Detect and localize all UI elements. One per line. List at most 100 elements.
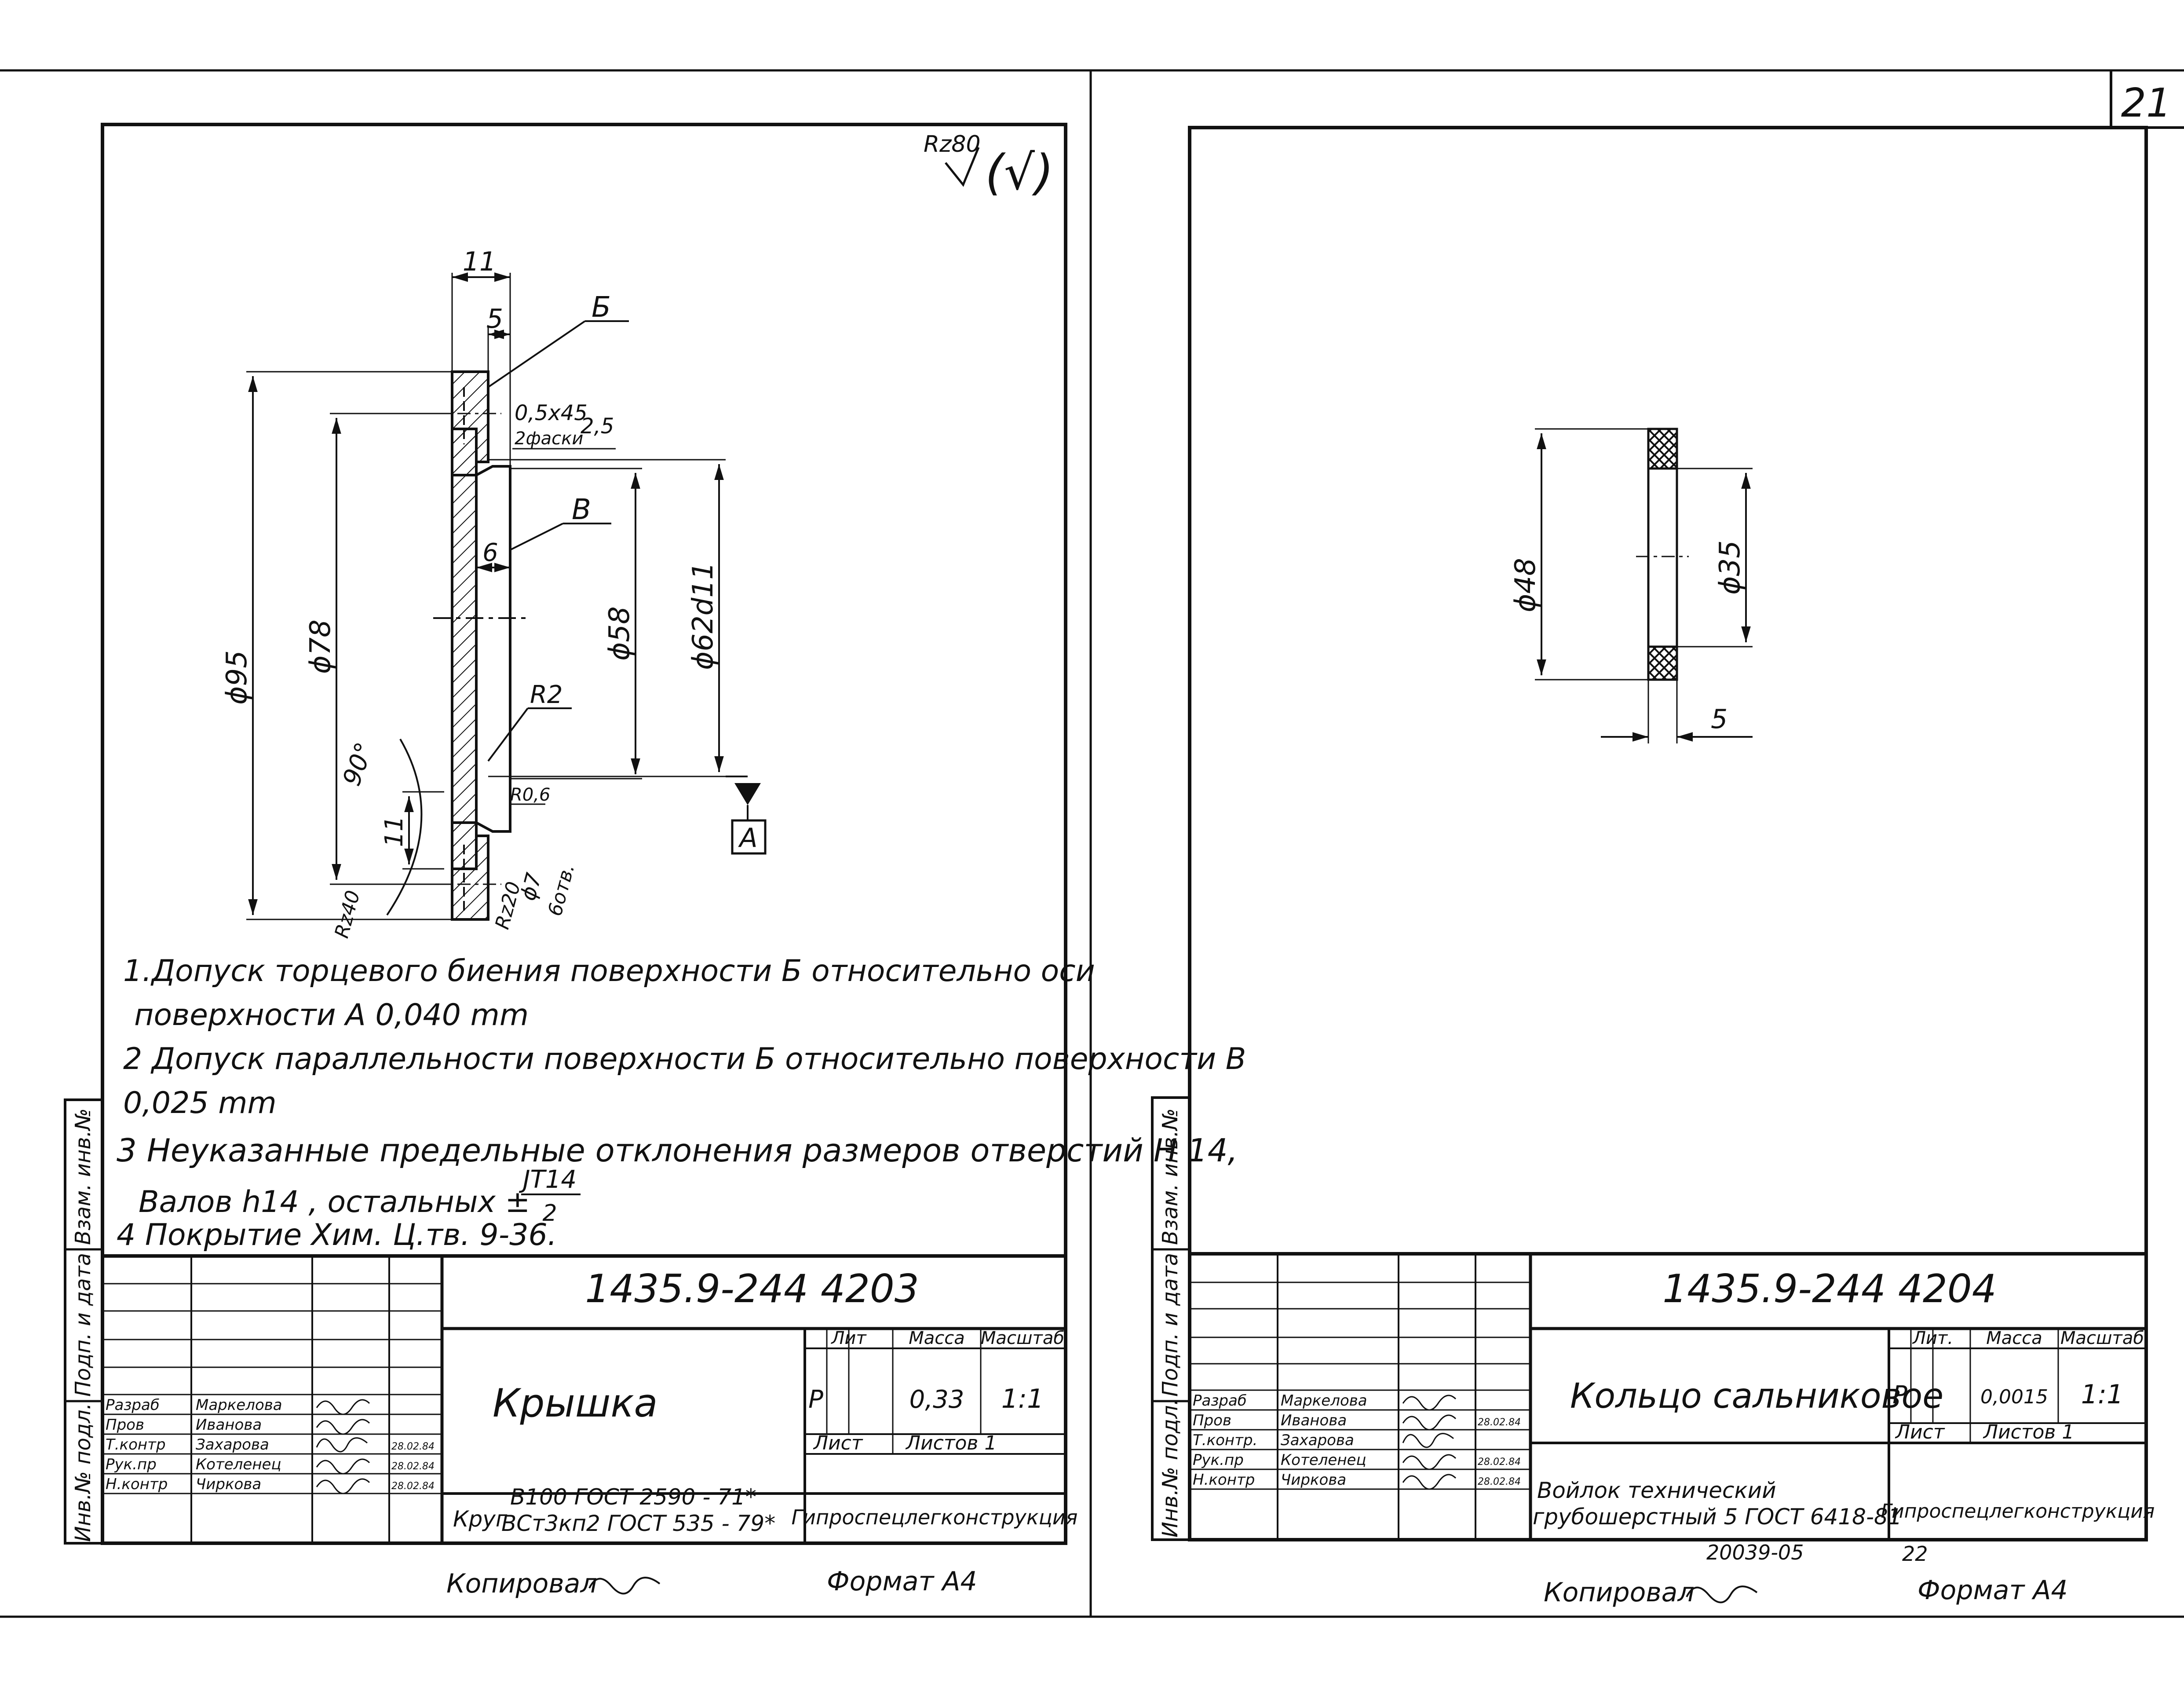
- dim-chamfer-count: 2фаски: [515, 428, 583, 449]
- stamp-podp-data: Подп. и дата: [71, 1253, 95, 1397]
- right-bottom-page: 22: [1902, 1542, 1928, 1566]
- left-doc-number: 1435.9-244 4203: [585, 1266, 919, 1311]
- dim-w11-side: 11: [380, 816, 409, 847]
- dim-d58: ϕ58: [603, 606, 636, 661]
- roughness-general: Rz80: [924, 131, 981, 157]
- left-role-3: Т.контр: [106, 1436, 166, 1453]
- left-role-1: Разраб: [106, 1396, 160, 1414]
- right-name-2: Иванова: [1281, 1412, 1347, 1429]
- note-2: 2 Допуск параллельности поверхности Б от…: [123, 1042, 1246, 1076]
- right-date-2: 28.02.84: [1478, 1417, 1521, 1428]
- left-material-line2: ВСт3кп2 ГОСТ 535 - 79*: [501, 1511, 775, 1536]
- right-lit-header: Лит.: [1912, 1328, 1953, 1348]
- dim-angle: 90°: [337, 739, 379, 790]
- right-name-5: Чиркова: [1281, 1471, 1346, 1489]
- right-material-line2: грубошерстный 5 ГОСТ 6418-81: [1533, 1504, 1902, 1530]
- left-sheet-label: Лист: [813, 1432, 863, 1454]
- dim-w5: 5: [486, 304, 503, 334]
- note-4: 4 Покрытие Хим. Ц.тв. 9-36.: [117, 1218, 557, 1252]
- right-role-5: Н.контр: [1193, 1471, 1255, 1489]
- cover-section: [433, 370, 528, 921]
- note-fraction-top: JT14: [519, 1165, 577, 1194]
- dim-d35: ϕ35: [1714, 540, 1746, 595]
- dim-w11-top: 11: [463, 246, 496, 277]
- note-1b: поверхности А 0,040 mm: [134, 998, 529, 1032]
- surface-b-label: Б: [592, 291, 611, 324]
- left-sheets-label: Листов 1: [905, 1432, 997, 1454]
- right-date-5: 28.02.84: [1478, 1476, 1521, 1487]
- note-3b: Валов h14 , остальных ±: [139, 1185, 530, 1219]
- left-mass-header: Масса: [909, 1328, 965, 1348]
- left-copied: Копировал: [446, 1568, 597, 1599]
- roughness-check-icon: [945, 147, 980, 187]
- left-material-line1: В100 ГОСТ 2590 - 71*: [510, 1484, 756, 1510]
- right-material-line1: Войлок технический: [1537, 1478, 1776, 1503]
- left-name-1: Маркелова: [196, 1396, 282, 1414]
- dim-chamfer: 0,5x45: [515, 401, 588, 425]
- left-name-4: Котеленец: [196, 1456, 281, 1473]
- dim-ra: R0,6: [510, 785, 550, 805]
- note-3: 3 Неуказанные предельные отклонения разм…: [117, 1132, 1238, 1169]
- datum-triangle-icon: [734, 783, 761, 805]
- stamp-vzam-inv: Взам. инв.№: [71, 1108, 95, 1245]
- left-scale: 1:1: [1001, 1384, 1044, 1414]
- note-1: 1.Допуск торцевого биения поверхности Б …: [123, 954, 1095, 988]
- left-org: Гипроспецлегконструкция: [792, 1505, 1078, 1529]
- right-sheet-label: Лист: [1895, 1421, 1945, 1443]
- right-title-block: [1190, 1252, 2146, 1540]
- datum-a-label: А: [738, 823, 757, 853]
- dim-holes: 6отв.: [544, 861, 579, 919]
- left-side-stamp: [64, 1098, 104, 1545]
- right-sheets-label: Листов 1: [1983, 1421, 2074, 1443]
- right-frame: [1188, 126, 2148, 1541]
- left-scale-header: Масштаб: [981, 1328, 1064, 1348]
- surface-v-label: В: [572, 494, 591, 526]
- left-title-block: [102, 1254, 1066, 1543]
- dim-d95: ϕ95: [221, 650, 253, 705]
- left-copied-signature: [588, 1577, 661, 1595]
- right-mass: 0,0015: [1980, 1386, 2048, 1408]
- right-copied: Копировал: [1544, 1577, 1695, 1608]
- left-lit: Р: [808, 1385, 823, 1414]
- right-side-stamp: [1151, 1096, 1191, 1541]
- left-format: Формат А4: [827, 1566, 977, 1597]
- right-stamp-vzam-inv: Взам. инв.№: [1158, 1108, 1183, 1245]
- right-name-1: Маркелова: [1281, 1392, 1367, 1409]
- right-doc-number: 1435.9-244 4204: [1662, 1266, 1997, 1311]
- left-role-5: Н.контр: [106, 1475, 168, 1493]
- right-stamp-inv-podl: Инв.№ подл.: [1158, 1398, 1183, 1538]
- note-fraction-bottom: 2: [542, 1200, 557, 1226]
- right-signatures: [1402, 1395, 1457, 1490]
- right-org: Гипроспецлегконструкция: [1881, 1500, 2155, 1523]
- left-role-4: Рук.пр: [106, 1456, 157, 1473]
- right-bottom-code: 20039-05: [1706, 1541, 1804, 1564]
- left-name-5: Чиркова: [196, 1475, 261, 1493]
- dim-hole: ϕ7: [515, 870, 546, 903]
- dim-w6: 6: [482, 538, 498, 567]
- datum-box: [731, 819, 767, 855]
- left-date-4: 28.02.84: [391, 1461, 435, 1472]
- left-signatures: [316, 1399, 370, 1494]
- right-mass-header: Масса: [1986, 1328, 2042, 1348]
- right-stamp-podp-data: Подп. и дата: [1158, 1253, 1183, 1397]
- right-title: Кольцо сальниковое: [1570, 1377, 1943, 1416]
- right-role-3: Т.контр.: [1193, 1431, 1257, 1449]
- left-name-2: Иванова: [196, 1416, 262, 1434]
- right-scale: 1:1: [2081, 1379, 2124, 1410]
- left-lit-header: Лит: [830, 1328, 867, 1348]
- right-role-2: Пров: [1193, 1412, 1231, 1429]
- left-frame: [101, 123, 1067, 1545]
- dim-ring-w5: 5: [1711, 704, 1727, 735]
- roughness-other: (√): [985, 144, 1054, 201]
- dim-rz40: Rz40: [330, 888, 365, 941]
- right-copied-signature: [1686, 1585, 1758, 1603]
- right-format: Формат А4: [1917, 1575, 2068, 1606]
- left-mass: 0,33: [909, 1385, 964, 1414]
- left-date-3: 28.02.84: [391, 1441, 435, 1452]
- left-name-3: Захарова: [196, 1436, 269, 1453]
- right-scale-header: Масштаб: [2060, 1328, 2144, 1348]
- dim-d48: ϕ48: [1509, 558, 1542, 612]
- sheet-number: 21: [2121, 80, 2172, 126]
- dim-d62: ϕ62d11: [687, 562, 719, 670]
